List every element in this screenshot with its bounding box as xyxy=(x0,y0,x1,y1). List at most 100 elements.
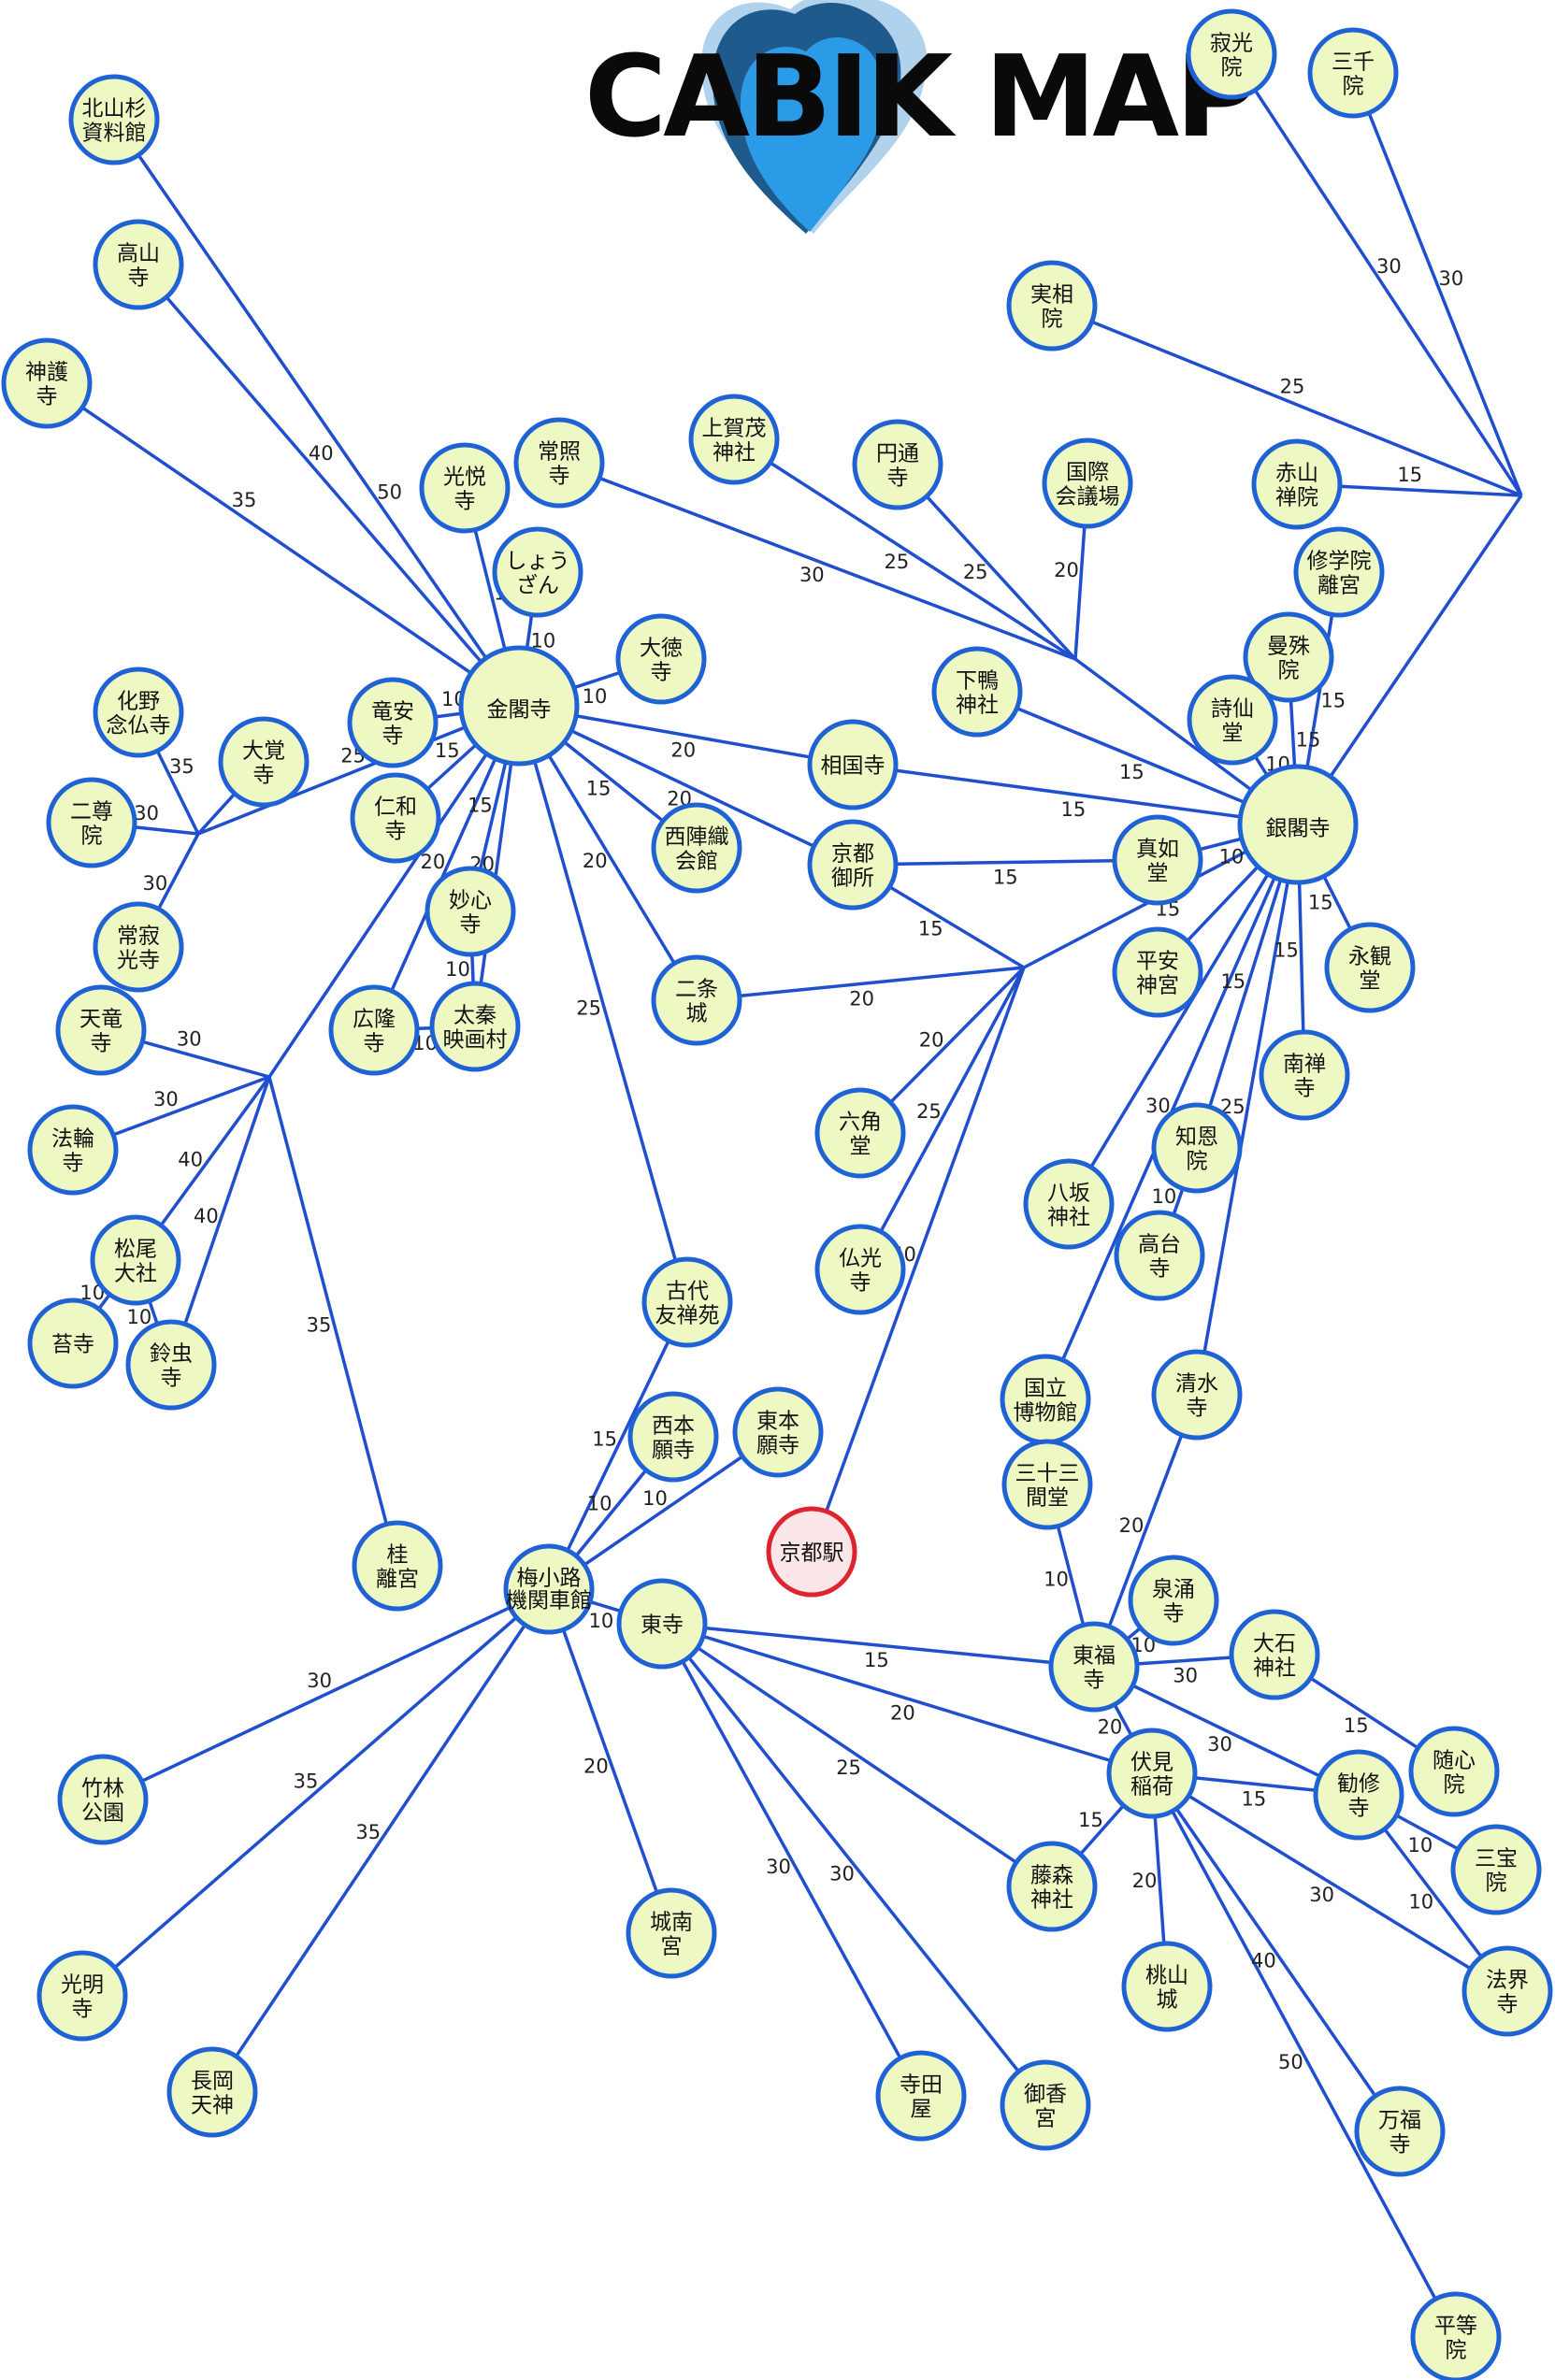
node-circle[interactable] xyxy=(651,802,742,894)
node-higashihonganji[interactable]: 東本願寺 xyxy=(732,1386,824,1478)
node-circle[interactable] xyxy=(1243,611,1334,703)
node-circle[interactable] xyxy=(1,337,93,429)
node-circle[interactable] xyxy=(328,984,420,1076)
node-circle[interactable] xyxy=(90,1214,181,1306)
node-manshuin[interactable]: 曼殊院 xyxy=(1243,611,1334,703)
node-circle[interactable] xyxy=(651,954,742,1046)
node-suzumushi[interactable]: 鈴虫寺 xyxy=(125,1319,217,1411)
node-circle[interactable] xyxy=(1112,814,1203,906)
node-circle[interactable] xyxy=(1410,2291,1502,2380)
node-circle[interactable] xyxy=(814,1087,906,1179)
node-gokonomiya[interactable]: 御香宮 xyxy=(1000,2059,1091,2151)
node-oishi[interactable]: 大石神社 xyxy=(1229,1609,1320,1700)
node-nishijin[interactable]: 西陣織会館 xyxy=(651,802,742,894)
node-circle[interactable] xyxy=(68,74,160,165)
node-ginkakuji[interactable]: 銀閣寺 xyxy=(1237,764,1359,885)
node-myoshinji[interactable]: 妙心寺 xyxy=(425,866,516,957)
node-circle[interactable] xyxy=(93,667,184,758)
node-circle[interactable] xyxy=(1187,674,1278,766)
node-shimogamo[interactable]: 下鴨神社 xyxy=(931,646,1023,738)
node-circle[interactable] xyxy=(350,772,441,864)
node-kitayamasugi[interactable]: 北山杉資料館 xyxy=(68,74,160,165)
node-circle[interactable] xyxy=(1106,1728,1198,1819)
node-kozanji[interactable]: 高山寺 xyxy=(93,219,184,310)
node-circle[interactable] xyxy=(503,1543,595,1635)
node-circle[interactable] xyxy=(875,2050,967,2142)
node-jojakkoji[interactable]: 常寂光寺 xyxy=(93,901,184,993)
node-circle[interactable] xyxy=(419,442,511,534)
node-zuishinin[interactable]: 随心院 xyxy=(1408,1726,1500,1817)
node-circle[interactable] xyxy=(1112,926,1203,1018)
node-tenryuji[interactable]: 天竜寺 xyxy=(55,984,147,1076)
node-nijojo[interactable]: 二条城 xyxy=(651,954,742,1046)
node-eikando[interactable]: 永観堂 xyxy=(1324,922,1416,1013)
node-circle[interactable] xyxy=(425,866,516,957)
node-sekizan[interactable]: 赤山禅院 xyxy=(1251,438,1343,530)
node-circle[interactable] xyxy=(807,819,899,910)
node-shinnyodo[interactable]: 真如堂 xyxy=(1112,814,1203,906)
node-jakkoin[interactable]: 寂光院 xyxy=(1186,8,1277,100)
node-circle[interactable] xyxy=(458,645,580,767)
node-nisonin[interactable]: 二尊院 xyxy=(46,777,137,868)
node-circle[interactable] xyxy=(1023,1158,1115,1250)
node-kokusai[interactable]: 国際会議場 xyxy=(1042,437,1133,529)
node-circle[interactable] xyxy=(93,219,184,310)
node-shozan[interactable]: しょうざん xyxy=(492,526,583,618)
node-circle[interactable] xyxy=(1259,1029,1350,1121)
node-yasaka[interactable]: 八坂神社 xyxy=(1023,1158,1115,1250)
node-circle[interactable] xyxy=(1293,526,1385,618)
node-circle[interactable] xyxy=(852,419,943,510)
node-circle[interactable] xyxy=(513,417,605,509)
node-circle[interactable] xyxy=(1000,2059,1091,2151)
node-ninnaji[interactable]: 仁和寺 xyxy=(350,772,441,864)
node-shisendo[interactable]: 詩仙堂 xyxy=(1187,674,1278,766)
node-circle[interactable] xyxy=(352,1520,443,1612)
node-circle[interactable] xyxy=(429,981,521,1072)
node-circle[interactable] xyxy=(1313,1749,1404,1841)
node-circle[interactable] xyxy=(347,677,439,768)
node-circle[interactable] xyxy=(1114,1210,1205,1301)
node-circle[interactable] xyxy=(615,613,707,705)
node-chionin[interactable]: 知恩院 xyxy=(1151,1102,1243,1194)
node-circle[interactable] xyxy=(1186,8,1277,100)
node-manpukuji[interactable]: 万福寺 xyxy=(1354,2086,1446,2177)
node-sanzenin[interactable]: 三千院 xyxy=(1307,27,1399,119)
node-circle[interactable] xyxy=(627,1391,719,1483)
node-jingoji[interactable]: 神護寺 xyxy=(1,337,93,429)
node-kyotoeki[interactable]: 京都駅 xyxy=(766,1506,857,1598)
node-nagaoka[interactable]: 長岡天神 xyxy=(166,2046,258,2138)
node-shokokuji[interactable]: 相国寺 xyxy=(807,719,899,810)
node-circle[interactable] xyxy=(27,1104,119,1196)
node-circle[interactable] xyxy=(931,646,1023,738)
node-circle[interactable] xyxy=(616,1578,708,1670)
node-hokaiji[interactable]: 法界寺 xyxy=(1461,1945,1553,2037)
node-kodaiji[interactable]: 高台寺 xyxy=(1114,1210,1205,1301)
node-circle[interactable] xyxy=(36,1950,128,2042)
node-horinji[interactable]: 法輪寺 xyxy=(27,1104,119,1196)
node-circle[interactable] xyxy=(1151,1349,1243,1441)
node-heian[interactable]: 平安神宮 xyxy=(1112,926,1203,1018)
node-katsura[interactable]: 桂離宮 xyxy=(352,1520,443,1612)
node-circle[interactable] xyxy=(46,777,137,868)
node-koetsuji[interactable]: 光悦寺 xyxy=(419,442,511,534)
node-byodoin[interactable]: 平等院 xyxy=(1410,2291,1502,2380)
node-takebayashi[interactable]: 竹林公園 xyxy=(57,1754,149,1845)
node-circle[interactable] xyxy=(641,1256,733,1348)
node-jonangu[interactable]: 城南宮 xyxy=(626,1887,717,1979)
node-circle[interactable] xyxy=(1251,438,1343,530)
node-circle[interactable] xyxy=(492,526,583,618)
node-circle[interactable] xyxy=(1151,1102,1243,1194)
node-bukkoji[interactable]: 仏光寺 xyxy=(814,1224,906,1315)
node-circle[interactable] xyxy=(1324,922,1416,1013)
node-jissoin[interactable]: 実相院 xyxy=(1006,260,1098,351)
node-circle[interactable] xyxy=(125,1319,217,1411)
node-uzumasa[interactable]: 太秦映画村 xyxy=(429,981,521,1072)
node-komyoji[interactable]: 光明寺 xyxy=(36,1950,128,2042)
node-circle[interactable] xyxy=(1006,260,1098,351)
node-circle[interactable] xyxy=(732,1386,824,1478)
node-joshoji[interactable]: 常照寺 xyxy=(513,417,605,509)
node-circle[interactable] xyxy=(1461,1945,1553,2037)
node-koryuji[interactable]: 広隆寺 xyxy=(328,984,420,1076)
node-circle[interactable] xyxy=(626,1887,717,1979)
node-gosho[interactable]: 京都御所 xyxy=(807,819,899,910)
